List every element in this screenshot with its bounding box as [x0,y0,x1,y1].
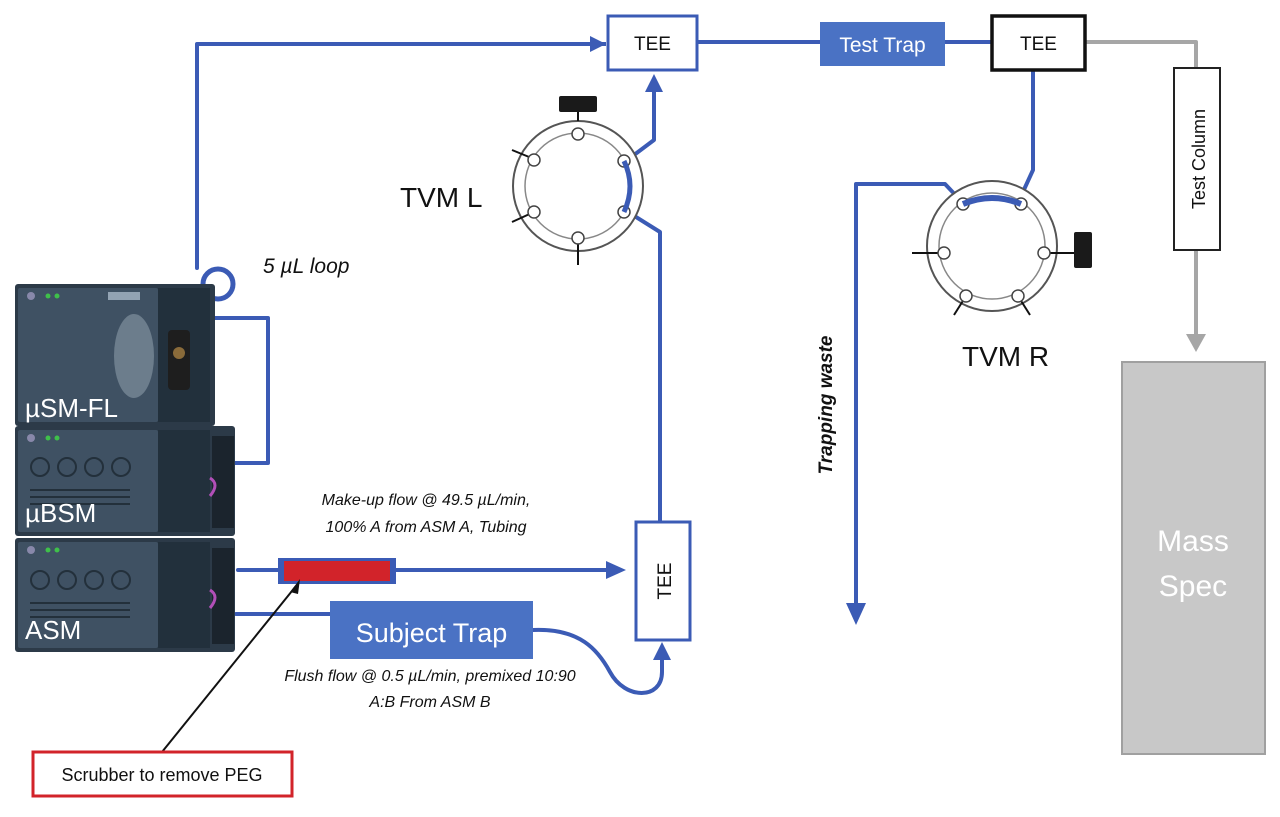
tvm-l-handle-icon [559,96,597,112]
pipe-subject-trap-to-bottom-tee [531,627,664,695]
right-tee-label: TEE [1020,34,1057,55]
tvm-l-label: TVM L [400,182,482,213]
ubsm-label: µBSM [25,498,96,528]
arrowhead-bottom-tee [606,561,626,579]
mass-spec-label-2: Spec [1159,570,1227,603]
subject-trap-box [330,601,533,659]
tvm-r-valve [912,180,1092,316]
instrument-stack: µSM-FL µBSM ASM [15,284,235,652]
tvm-r-handle-icon [1074,232,1092,268]
tvm-r-label: TVM R [962,341,1049,372]
scrubber-callout-line [161,585,297,753]
pipe-module-bracket [213,316,270,465]
arrowhead-mass-spec [1186,334,1206,352]
makeup-flow-line-2: 100% A from ASM A, Tubing [326,519,527,536]
test-column-label: Test Column [1189,109,1209,209]
trapping-waste-label: Trapping waste [816,335,837,474]
test-trap-label: Test Trap [839,34,925,57]
flush-flow-line-1: Flush flow @ 0.5 µL/min, premixed 10:90 [284,668,575,685]
arrowhead-waste [846,603,866,625]
top-tee-box [606,14,699,72]
pipe-bottom-tee-to-tvm-l [626,210,662,524]
tvm-l-valve [511,96,644,265]
flush-flow-line-2: A:B From ASM B [368,694,491,711]
test-column-box [1173,67,1221,251]
pipe-right-tee-to-column [1085,40,1198,68]
right-tee-box [990,14,1087,72]
arrowhead-bottom-tee-flush [653,642,671,660]
pipe-right-tee-to-tvm-r [1020,68,1035,196]
flow-lines [195,36,1206,695]
scrubber-callout-arrowhead [290,579,300,594]
top-tee-label: TEE [634,34,671,55]
scrubber-icon [284,561,390,581]
mass-spec-label-1: Mass [1157,525,1229,558]
makeup-flow-line-1: Make-up flow @ 49.5 µL/min, [322,492,531,509]
pipe-loop-to-top-tee [195,42,594,270]
bottom-tee-box [634,520,692,642]
scrubber-callout-label: Scrubber to remove PEG [61,765,262,785]
arrowhead-top-tee [590,36,606,52]
subject-trap-label: Subject Trap [356,618,508,648]
test-trap-box [820,22,945,66]
mass-spec-box [1121,361,1266,755]
asm-label: ASM [25,615,81,645]
arrowhead-top-tee-from-valve [645,74,663,92]
scrubber-callout-box [31,750,294,798]
loop-label: 5 µL loop [263,255,349,278]
usm-fl-label: µSM-FL [25,393,118,423]
bottom-tee-label: TEE [655,563,676,600]
